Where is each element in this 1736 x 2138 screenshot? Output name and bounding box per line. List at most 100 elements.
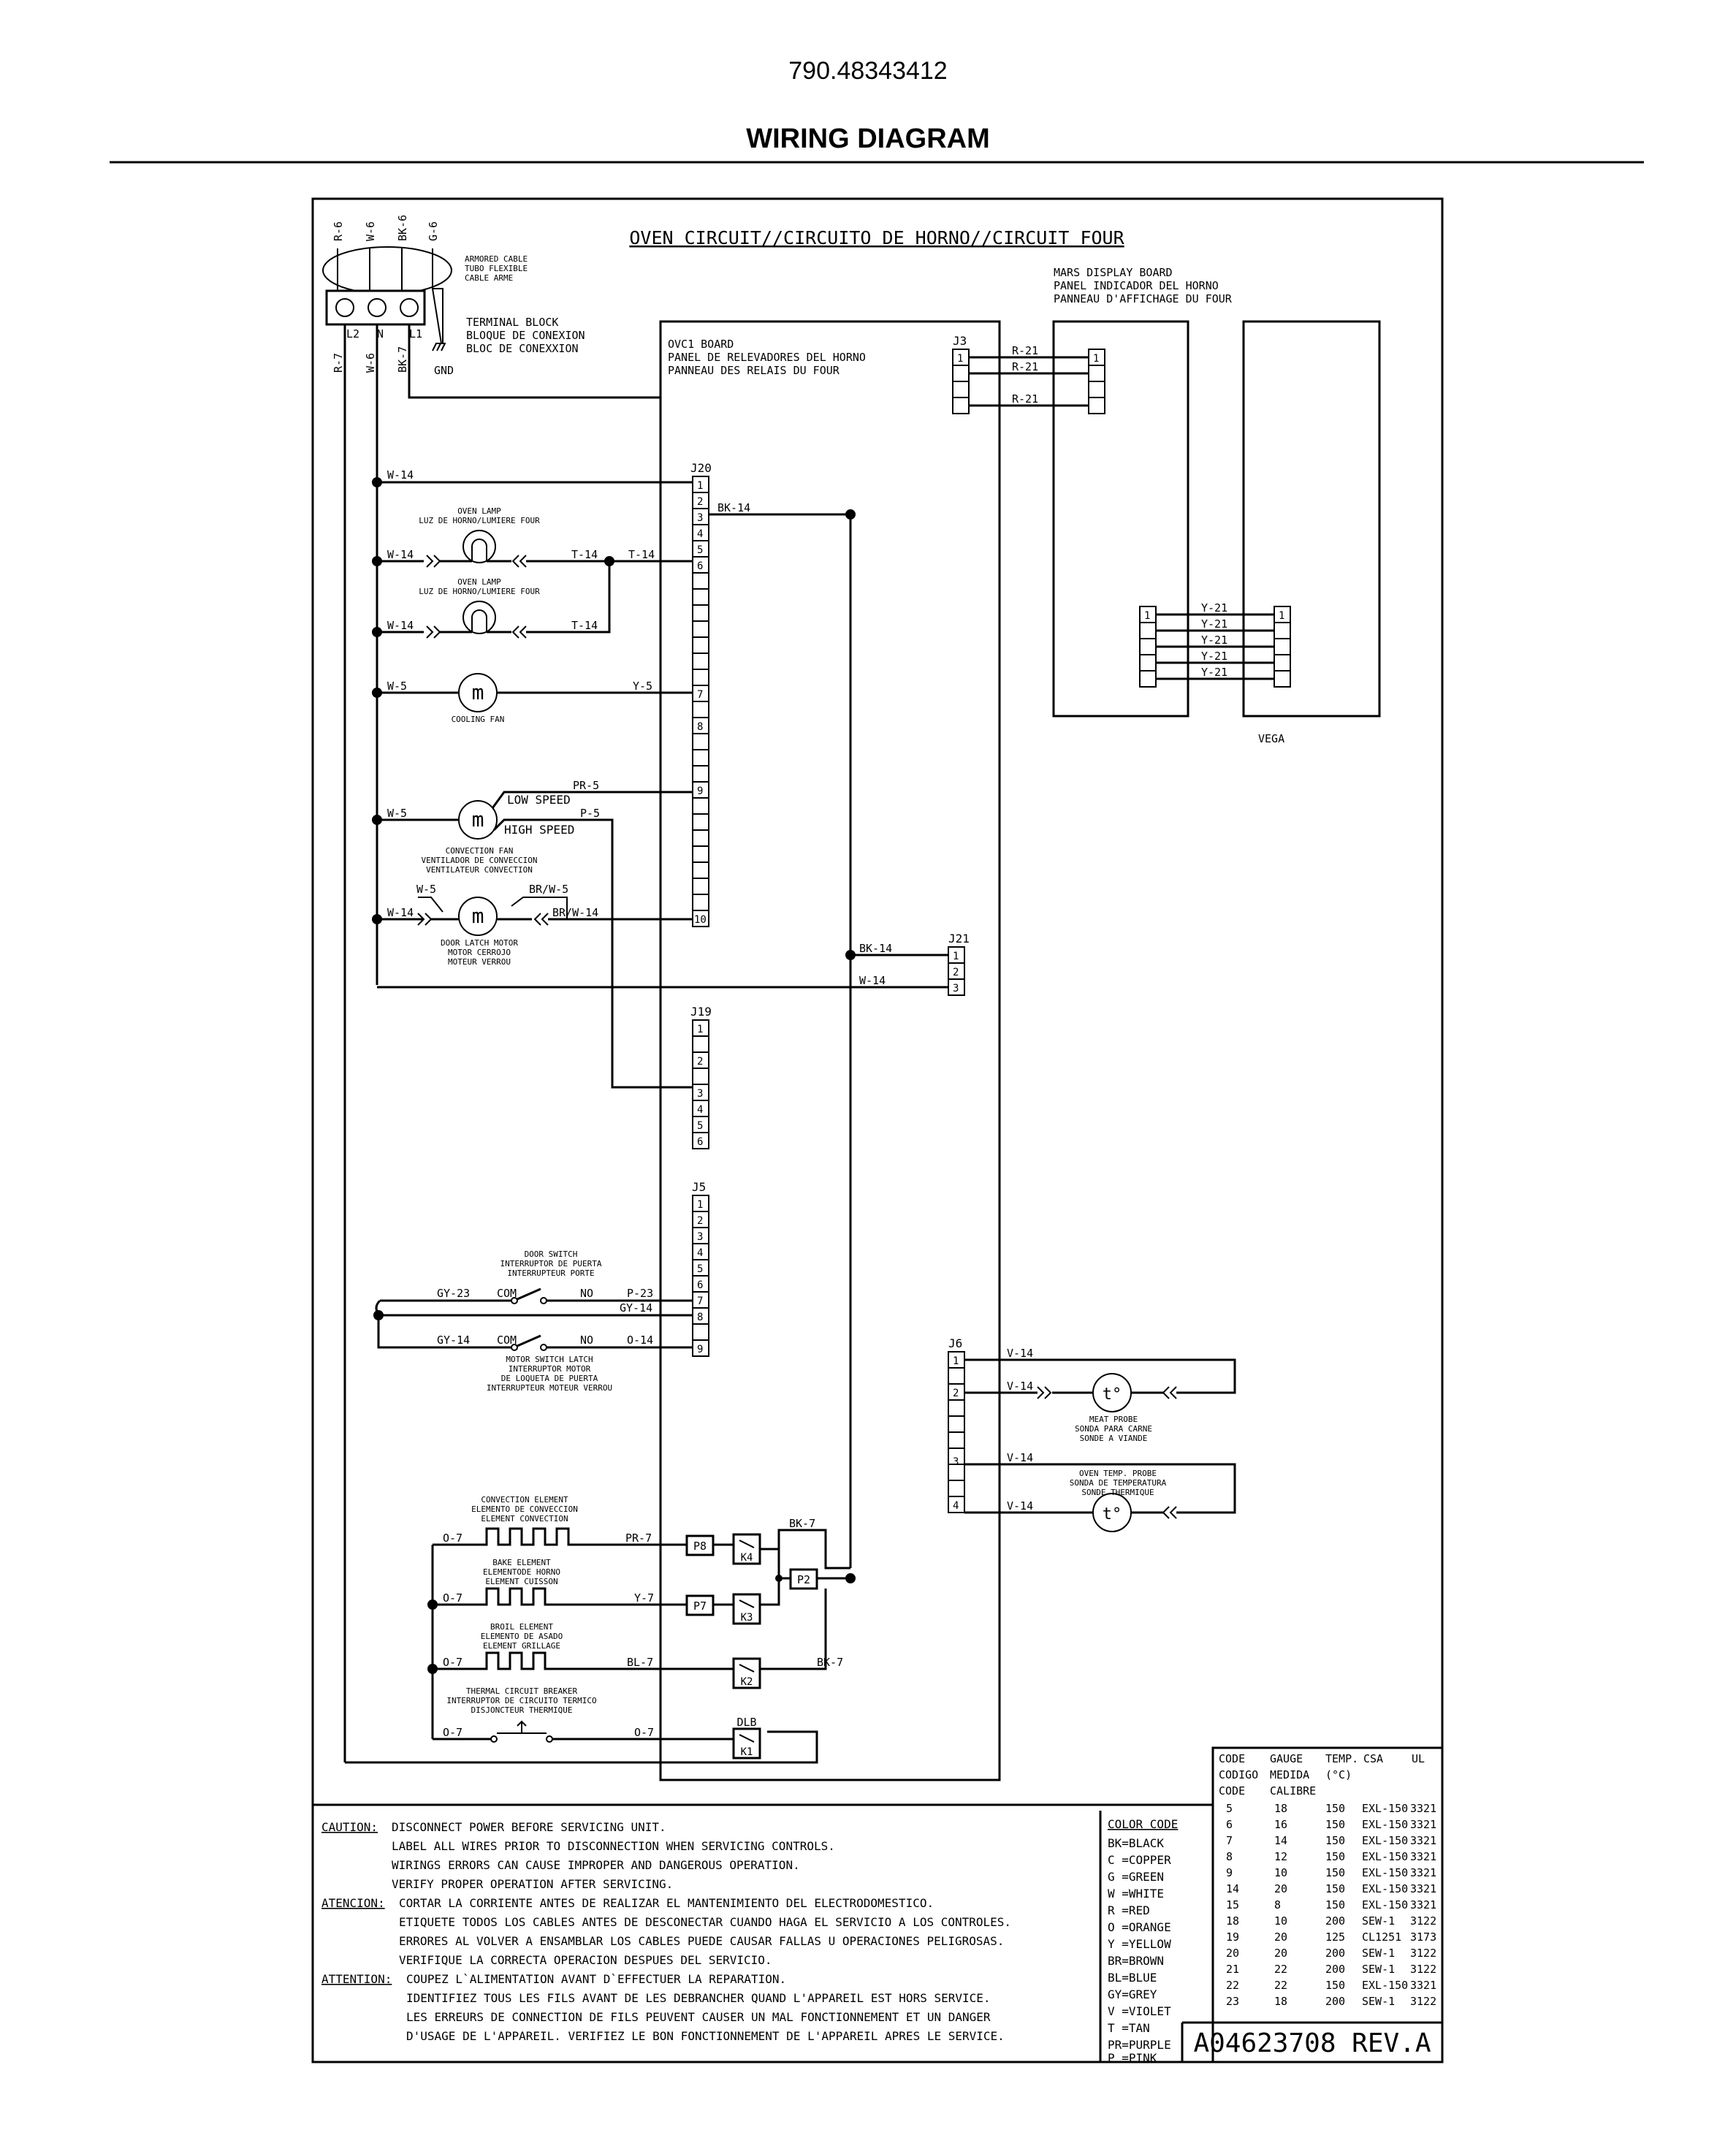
svg-text:K1: K1 [741, 1746, 753, 1758]
broil-element-label: ELEMENTO DE ASADO [481, 1632, 563, 1641]
gauge-cell: SEW-1 [1362, 1914, 1395, 1928]
gauge-cell: 9 [1226, 1866, 1233, 1879]
bake-element-label: BAKE ELEMENT [492, 1558, 551, 1567]
pin-label: 2 [697, 1215, 703, 1227]
pin-label: 5 [697, 1120, 703, 1132]
gauge-cell: 3122 [1410, 1947, 1436, 1960]
pin-label: 3 [953, 1456, 959, 1468]
pin-label: 3 [953, 983, 959, 994]
pin-label: 7 [697, 1296, 703, 1307]
gauge-header: CODE [1219, 1752, 1245, 1765]
pin-label: 6 [697, 1136, 703, 1148]
color-code-item: C =COPPER [1108, 1853, 1171, 1867]
svg-text:m: m [472, 904, 484, 928]
gauge-cell: 200 [1325, 1914, 1345, 1928]
gauge-cell: 200 [1325, 1995, 1345, 2008]
oven-lamp-2: OVEN LAMP LUZ DE HORNO/LUMIERE FOUR [419, 577, 540, 634]
j20-pin: 8 [697, 721, 703, 733]
j20-label: J20 [690, 461, 712, 475]
gauge-header: CODE [1219, 1784, 1245, 1797]
connector-plug-icon [511, 555, 527, 568]
wire-label-o14: O-14 [627, 1334, 653, 1347]
oven-probe-label: SONDA DE TEMPERATURA [1070, 1478, 1167, 1488]
terminal-block-label: BLOC DE CONEXXION [466, 342, 579, 355]
wire-label-y21: Y-21 [1201, 634, 1227, 647]
caution-line: VERIFIQUE LA CORRECTA OPERACION DESPUES … [399, 1953, 772, 1967]
wire-label-y21: Y-21 [1201, 666, 1227, 679]
wire-label-o7: O-7 [634, 1726, 654, 1739]
gauge-cell: 3321 [1410, 1979, 1436, 1992]
gauge-cell: 6 [1226, 1818, 1233, 1831]
gauge-cell: 21 [1226, 1963, 1239, 1976]
caution-line: D'USAGE DE L'APPAREIL. VERIFIEZ LE BON F… [406, 2029, 1005, 2043]
armored-cable-label: TUBO FLEXIBLE [465, 264, 528, 273]
color-code-item: PR=PURPLE [1108, 2038, 1171, 2052]
gauge-cell: 15 [1226, 1898, 1239, 1911]
wire-label-v14: V-14 [1007, 1499, 1033, 1513]
wire-label-brw5: BR/W-5 [529, 883, 568, 896]
motor-switch-label: INTERRUPTOR MOTOR [509, 1364, 591, 1374]
svg-text:m: m [472, 680, 484, 704]
wire-label-gy14: GY-14 [620, 1301, 652, 1315]
j6-pin-dividers [948, 1367, 964, 1497]
armored-cable-label: CABLE ARME [465, 273, 513, 283]
gauge-cell: EXL-150 [1362, 1818, 1408, 1831]
caution-line: LES ERREURS DE CONNECTION DE FILS PEUVEN… [406, 2010, 991, 2024]
meat-probe-label: SONDA PARA CARNE [1075, 1424, 1152, 1434]
gauge-cell: 20 [1226, 1947, 1239, 1960]
pin-label: 1 [953, 951, 959, 962]
gauge-cell: 3321 [1410, 1866, 1436, 1879]
door-latch-motor-label: MOTEUR VERROU [448, 957, 511, 967]
color-code-item: T =TAN [1108, 2021, 1150, 2035]
gauge-cell: SEW-1 [1362, 1963, 1395, 1976]
wire-label-gy23: GY-23 [437, 1287, 470, 1300]
wire-label-pr5: PR-5 [573, 779, 599, 792]
gauge-cell: EXL-150 [1362, 1866, 1408, 1879]
wire-label-w14: W-14 [387, 906, 414, 919]
gauge-cell: 16 [1274, 1818, 1287, 1831]
broil-element-symbol [433, 1651, 734, 1670]
color-code-item: GY=GREY [1108, 1987, 1157, 2001]
gauge-cell: EXL-150 [1362, 1898, 1408, 1911]
wire-label-o7: O-7 [443, 1726, 462, 1739]
gauge-cell: 150 [1325, 1818, 1345, 1831]
convection-element-label: CONVECTION ELEMENT [481, 1495, 568, 1504]
gauge-cell: 22 [1274, 1963, 1287, 1976]
motor-switch-label: INTERRUPTEUR MOTEUR VERROU [487, 1383, 612, 1393]
wire-label-o7: O-7 [443, 1656, 462, 1669]
gauge-cell: 150 [1325, 1979, 1345, 1992]
oven-lamp-1: OVEN LAMP LUZ DE HORNO/LUMIERE FOUR [419, 506, 540, 563]
pin-label: 2 [697, 1056, 703, 1068]
color-code-item: R =RED [1108, 1903, 1150, 1917]
terminal-l2: L2 [346, 327, 359, 341]
gauge-cell: 10 [1274, 1866, 1287, 1879]
caution-line: WIRINGS ERRORS CAN CAUSE IMPROPER AND DA… [392, 1858, 800, 1872]
pin-label: 3 [697, 1088, 703, 1100]
j20-pin: 10 [694, 914, 707, 926]
wire-label-v14: V-14 [1007, 1451, 1033, 1464]
connector-j19: 1 2 3 4 5 6 [692, 1019, 709, 1149]
gauge-cell: 18 [1274, 1995, 1287, 2008]
gnd-label: GND [434, 364, 454, 377]
feed-wire-label: R-7 [332, 353, 345, 373]
svg-text:K3: K3 [741, 1612, 753, 1624]
svg-text:t°: t° [1103, 1505, 1122, 1523]
circuit-title: OVEN CIRCUIT//CIRCUITO DE HORNO//CIRCUIT… [629, 227, 1124, 248]
vega-board [1242, 320, 1381, 718]
gauge-cell: 14 [1226, 1882, 1239, 1895]
armored-cable-label: ARMORED CABLE [465, 254, 528, 264]
supply-wire-label: G-6 [427, 221, 440, 241]
color-code-item: BL=BLUE [1108, 1971, 1157, 1985]
gauge-cell: 150 [1325, 1850, 1345, 1863]
pin-label: 1 [1279, 610, 1284, 622]
color-code-title: COLOR CODE [1108, 1817, 1178, 1831]
gauge-cell: 3321 [1410, 1802, 1436, 1815]
convection-fan-label: CONVECTION FAN [446, 846, 514, 856]
lamp-icon [462, 601, 496, 634]
gauge-cell: 3122 [1410, 1914, 1436, 1928]
lamp-icon [462, 530, 496, 563]
caution-label-fr: ATTENTION: [321, 1972, 392, 1986]
j20-pin: 2 [697, 496, 703, 508]
connector-plug-icon [426, 625, 441, 639]
wire-label-y21: Y-21 [1201, 617, 1227, 631]
